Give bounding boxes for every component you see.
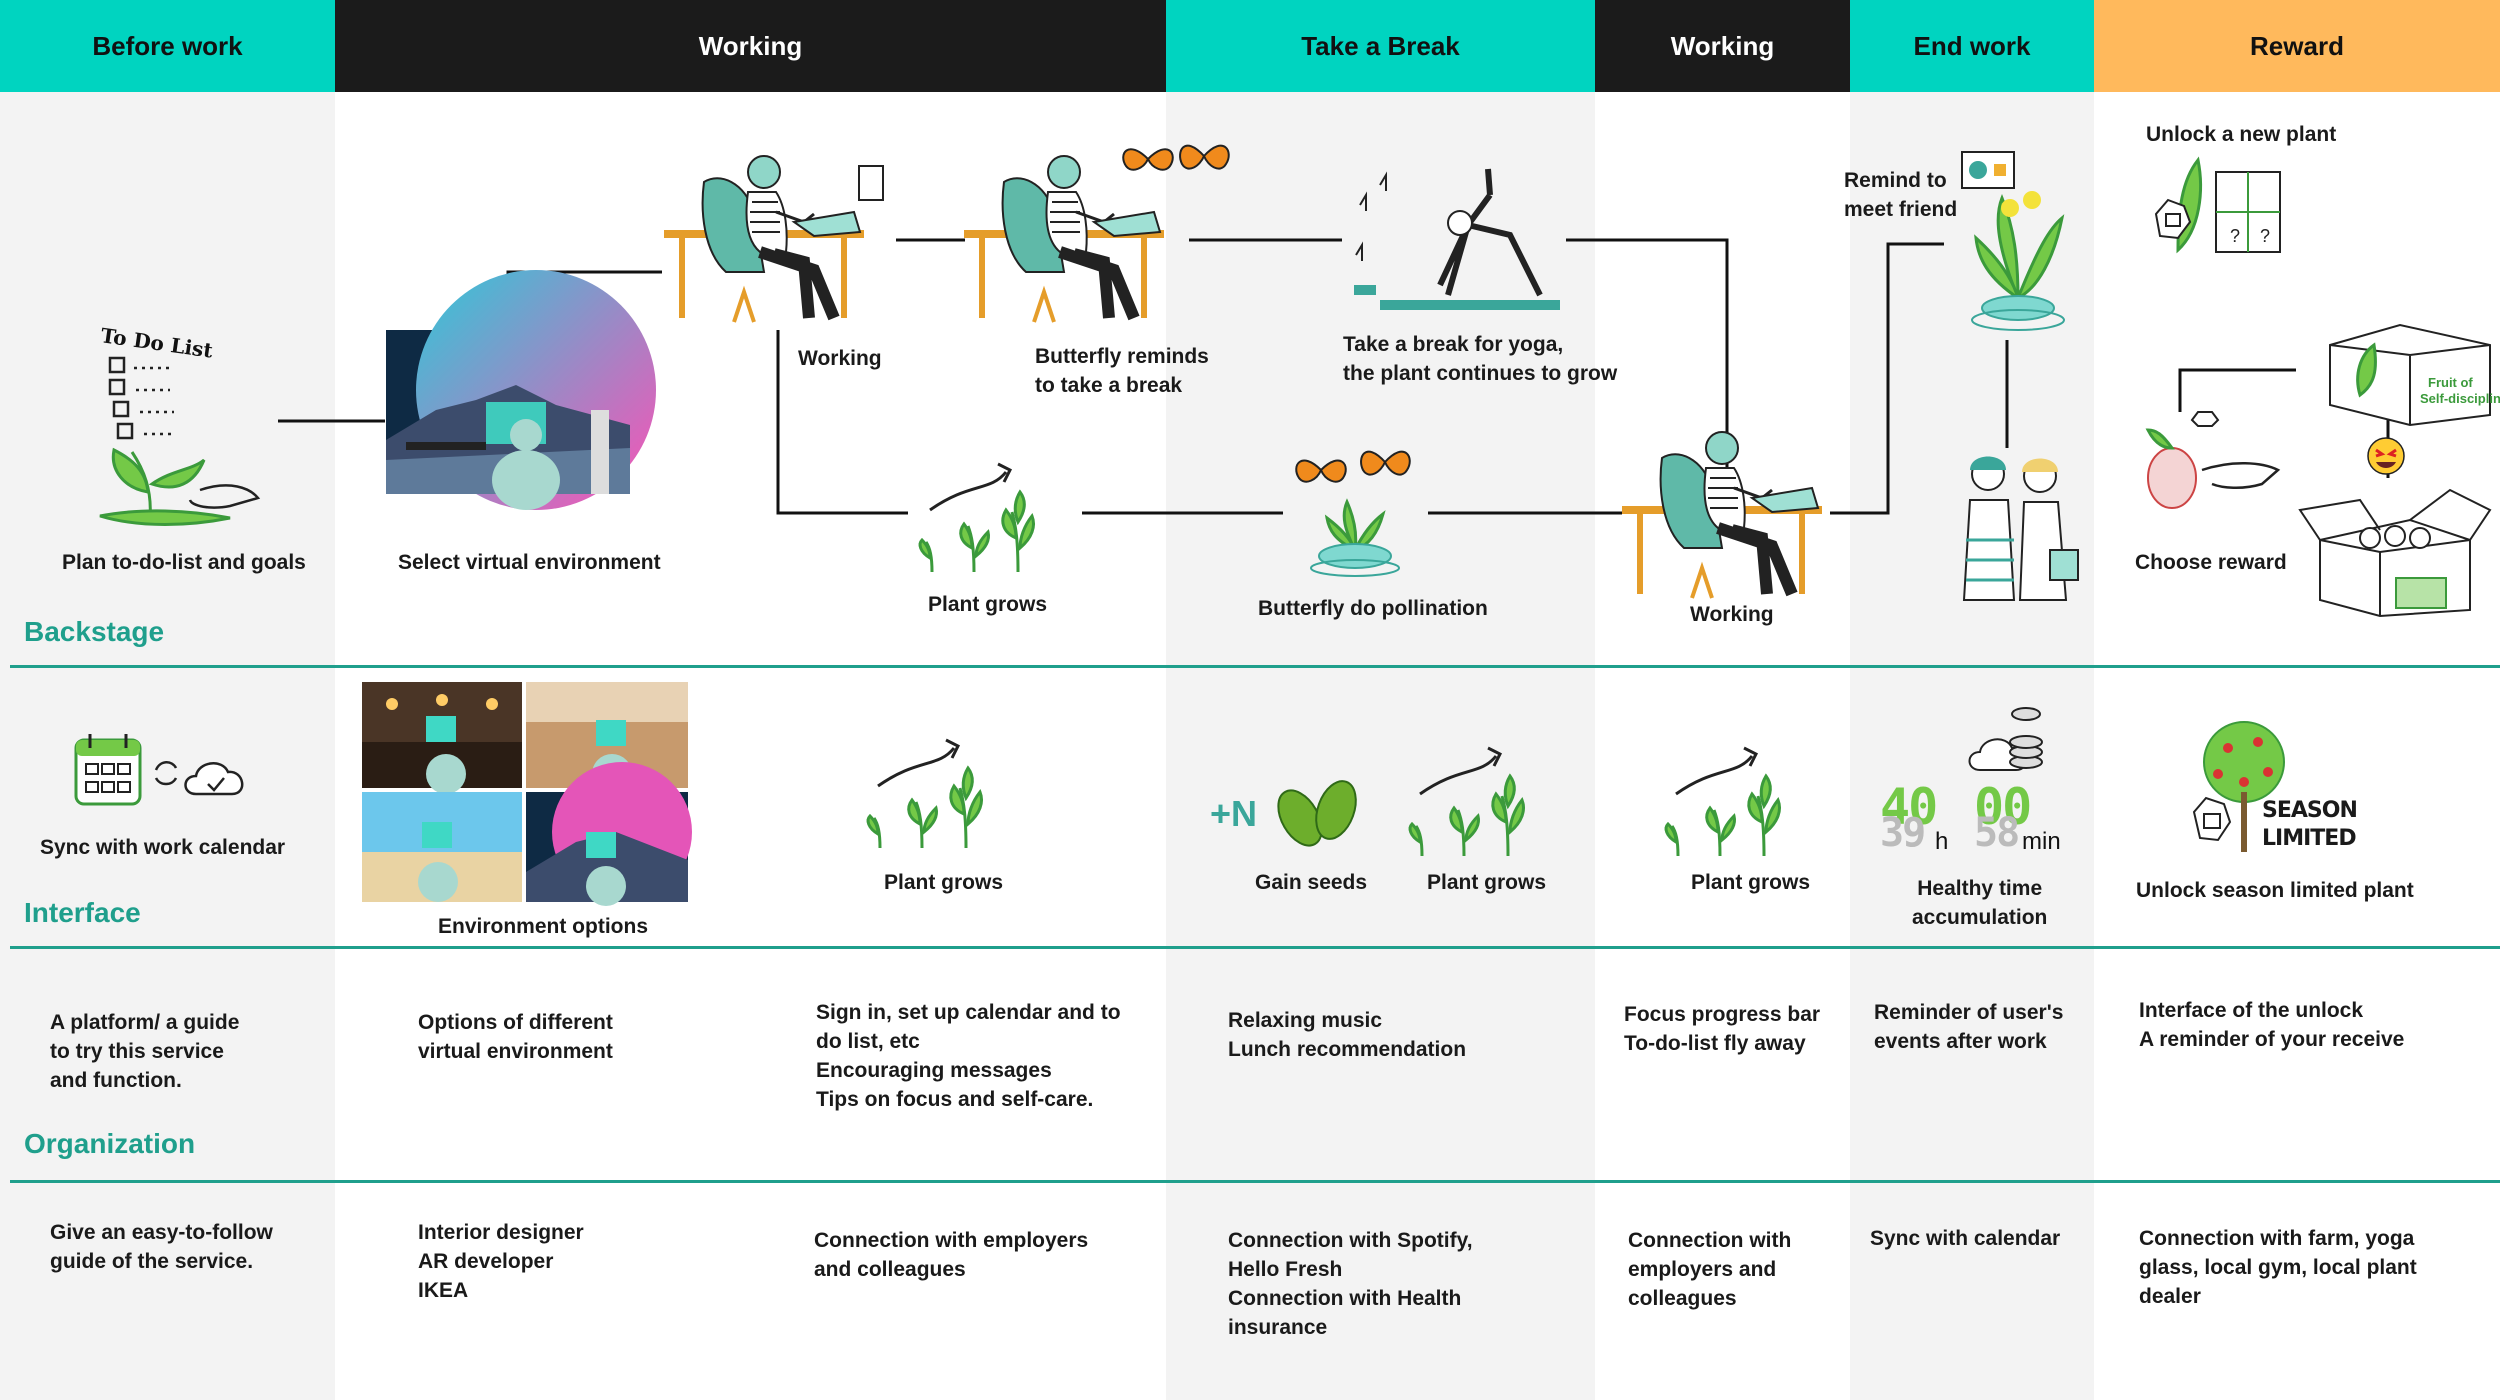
- unlock-season-label: Unlock season limited plant: [2136, 879, 2414, 902]
- organization-cell-7: Connection with farm, yoga glass, local …: [2139, 1227, 2417, 1308]
- healthy-time-label: Healthy time accumulation: [1912, 877, 2048, 929]
- todo-list-illustration: To Do List: [99, 323, 261, 526]
- svg-text:?: ?: [2230, 226, 2240, 246]
- plant-grows-backstage-1-label: Plant grows: [884, 871, 1004, 894]
- plant-grows-backstage-2: [1408, 746, 1525, 858]
- organization-cell-6: Sync with calendar: [1870, 1227, 2061, 1250]
- timer-hours-bottom: 39: [1880, 810, 1926, 856]
- lane-title-backstage: Backstage: [24, 616, 165, 647]
- timer-h-unit: h: [1935, 828, 1949, 855]
- reward-box-illustration: Fruit of Self-discipline: [2329, 323, 2500, 427]
- unlock-new-plant-label: Unlock a new plant: [2146, 123, 2337, 146]
- interface-cell-7: Interface of the unlock A reminder of yo…: [2139, 999, 2405, 1051]
- remind-friend-plant: [1961, 151, 2065, 331]
- phase-take-a-break: Take a Break: [1166, 0, 1595, 92]
- friends-meeting-illustration: [1962, 456, 2079, 601]
- lane-divider-organization: [10, 1180, 2500, 1183]
- interface-cell-4: Relaxing music Lunch recommendation: [1228, 1009, 1467, 1061]
- plant-grows-backstage-3-label: Plant grows: [1691, 871, 1811, 894]
- yoga-illustration: [1354, 168, 1560, 310]
- svg-text:?: ?: [2260, 226, 2270, 246]
- working-person-illustration: [664, 152, 884, 332]
- season-limited-tree-icon: [2192, 721, 2285, 852]
- sync-calendar-label: Sync with work calendar: [40, 836, 286, 859]
- timer-minutes-top: 00: [1974, 778, 2032, 836]
- plant-grows-backstage-2-label: Plant grows: [1427, 871, 1547, 894]
- plant-grows-journey-illustration: [918, 462, 1035, 574]
- interface-cell-2: Options of different virtual environment: [418, 1011, 613, 1063]
- environment-options-grid: [362, 682, 692, 906]
- butterflies-icon: [1122, 144, 1230, 171]
- plan-label: Plan to-do-list and goals: [62, 551, 306, 574]
- working-label: Working: [798, 347, 882, 370]
- unlock-plant-illustration: ??: [2154, 156, 2281, 254]
- plant-grows-journey-label: Plant grows: [928, 593, 1048, 616]
- virtual-environment-image: [386, 270, 656, 510]
- working-2-label: Working: [1690, 603, 1774, 626]
- lane-divider-interface: [10, 946, 2500, 949]
- coins-cloud-icon: [1968, 707, 2043, 771]
- lane-divider-backstage: [10, 665, 2500, 668]
- phase-working: Working: [335, 0, 1166, 92]
- butterfly-pollination-illustration: [1295, 450, 1411, 577]
- yoga-label: Take a break for yoga, the plant continu…: [1343, 333, 1618, 385]
- season-text-line1: SEASON: [2262, 798, 2358, 823]
- environment-options-label: Environment options: [438, 915, 648, 938]
- organization-cell-1: Give an easy-to-follow guide of the serv…: [50, 1221, 273, 1273]
- calendar-sync-icon: [74, 734, 244, 806]
- select-env-label: Select virtual environment: [398, 551, 661, 574]
- lane-title-organization: Organization: [24, 1128, 196, 1159]
- choose-reward-hand-illustration: [2145, 411, 2281, 509]
- interface-cell-5: Focus progress bar To-do-list fly away: [1624, 1003, 1821, 1055]
- organization-cell-3: Connection with employers and colleagues: [814, 1229, 1089, 1281]
- interface-cell-6: Reminder of user's events after work: [1874, 1001, 2064, 1053]
- working-person-illustration-2: [1622, 428, 1852, 608]
- gain-seeds-label: Gain seeds: [1255, 871, 1368, 894]
- svg-text:Fruit of: Fruit of: [2428, 375, 2473, 390]
- phase-working-2: Working: [1595, 0, 1850, 92]
- timer-minutes-bottom: 58: [1974, 810, 2020, 856]
- interface-cell-1: A platform/ a guide to try this service …: [50, 1011, 240, 1092]
- phase-end-work: End work: [1850, 0, 2094, 92]
- butterfly-reminds-label: Butterfly reminds to take a break: [1035, 345, 1209, 397]
- lane-title-interface: Interface: [24, 897, 141, 928]
- interface-cell-3: Sign in, set up calendar and to do list,…: [816, 1001, 1121, 1111]
- open-reward-box-illustration: [2298, 488, 2492, 618]
- phase-reward: Reward: [2094, 0, 2500, 92]
- choose-reward-label: Choose reward: [2135, 551, 2287, 574]
- plant-grows-backstage-1: [866, 738, 983, 850]
- season-text-line2: LIMITED: [2262, 826, 2357, 851]
- svg-text:Self-discipline: Self-discipline: [2420, 391, 2500, 406]
- timer-hours-top: 40: [1880, 778, 1938, 836]
- remind-friend-label: Remind to meet friend: [1844, 169, 1958, 221]
- timer-min-unit: min: [2022, 828, 2061, 855]
- plant-grows-backstage-3: [1664, 746, 1781, 858]
- organization-cell-4: Connection with Spotify, Hello Fresh Con…: [1228, 1229, 1473, 1339]
- smile-emoji-icon: [2367, 437, 2405, 475]
- phase-before-work: Before work: [0, 0, 335, 92]
- seeds-icon: [1277, 780, 1357, 847]
- pollination-label: Butterfly do pollination: [1258, 597, 1488, 620]
- organization-cell-5: Connection with employers and colleagues: [1628, 1229, 1792, 1310]
- organization-cell-2: Interior designer AR developer IKEA: [418, 1221, 584, 1302]
- seed-count: +N: [1210, 793, 1258, 834]
